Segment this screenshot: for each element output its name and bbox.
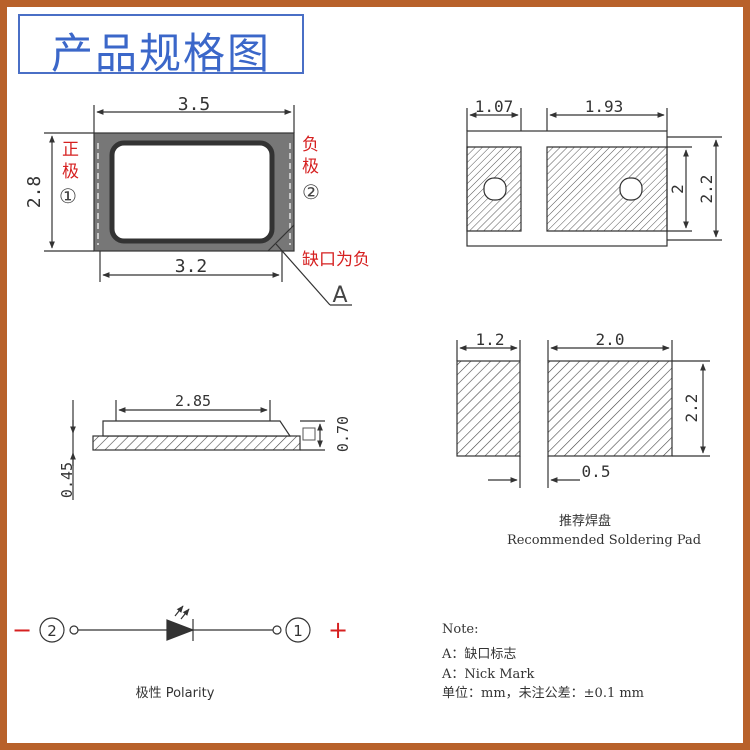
slot-left <box>483 177 507 201</box>
polarity-plus: + <box>328 616 348 644</box>
note-line2: A：Nick Mark <box>441 667 534 682</box>
positive-label: 正 极 <box>62 140 84 182</box>
dim-bottom-height-outer: 2.2 <box>697 175 716 204</box>
diode-triangle <box>166 619 195 641</box>
dim-pad-height: 2.2 <box>682 394 701 423</box>
pad-label-en: Recommended Soldering Pad <box>507 533 701 548</box>
notch-note: 缺口为负 <box>302 250 370 270</box>
dim-top-view-width-outer: 3.5 <box>178 94 211 115</box>
note-line1: A：缺口标志 <box>441 647 516 662</box>
node-right <box>285 617 311 643</box>
negative-label: 负 极 <box>302 135 324 177</box>
notch-mark: A <box>332 283 347 308</box>
top-view <box>44 105 352 306</box>
dim-bottom-pad-right: 1.93 <box>585 97 624 116</box>
side-view-top <box>102 420 292 437</box>
node-left <box>39 617 65 643</box>
side-view-base <box>92 435 301 451</box>
dim-pad-left-width: 1.2 <box>476 330 505 349</box>
dim-side-base-height: 0.45 <box>58 462 76 498</box>
node-left-terminal <box>69 625 79 635</box>
top-view-lens <box>109 140 275 244</box>
soldering-pad-view <box>456 340 710 488</box>
dim-bottom-pad-left: 1.07 <box>475 97 514 116</box>
positive-label-char1: 正 <box>62 140 79 160</box>
positive-label-char2: 极 <box>62 162 79 182</box>
title-box: 产品规格图 <box>18 14 304 78</box>
note-line3: 单位：mm，未注公差：±0.1 mm <box>442 686 644 701</box>
dim-side-total-height: 0.70 <box>334 416 352 452</box>
polarity-label: 极性 Polarity <box>136 686 215 701</box>
solder-pad-left <box>456 360 521 457</box>
dim-pad-right-width: 2.0 <box>596 330 625 349</box>
dim-bottom-height-inner: 2 <box>668 184 687 194</box>
bottom-pad-right <box>546 146 668 232</box>
negative-label-char2: 极 <box>302 157 319 177</box>
dim-top-view-width-inner: 3.2 <box>175 256 208 277</box>
node-right-terminal <box>272 625 282 635</box>
note-block: Note: A：缺口标志 A：Nick Mark 单位：mm，未注公差：±0.1… <box>441 622 644 701</box>
side-view-marker <box>302 427 316 441</box>
positive-number: ① <box>59 184 77 208</box>
negative-label-char1: 负 <box>302 135 319 155</box>
negative-number: ② <box>302 180 320 204</box>
dim-side-length: 2.85 <box>175 392 211 410</box>
polarity-node-left: 2 <box>47 622 57 640</box>
dim-pad-gap: 0.5 <box>582 462 611 481</box>
solder-pad-right <box>547 360 673 457</box>
pad-label-cn: 推荐焊盘 <box>559 513 611 529</box>
dim-top-view-height: 2.8 <box>24 176 45 209</box>
bottom-view <box>466 108 722 247</box>
page-title: 产品规格图 <box>50 29 271 78</box>
slot-right <box>619 177 643 201</box>
polarity-minus: − <box>12 616 32 644</box>
polarity-node-right: 1 <box>293 622 303 640</box>
note-heading: Note: <box>442 622 479 637</box>
notch-corner <box>267 224 295 252</box>
side-view <box>70 400 325 500</box>
polarity-symbol <box>39 605 311 643</box>
